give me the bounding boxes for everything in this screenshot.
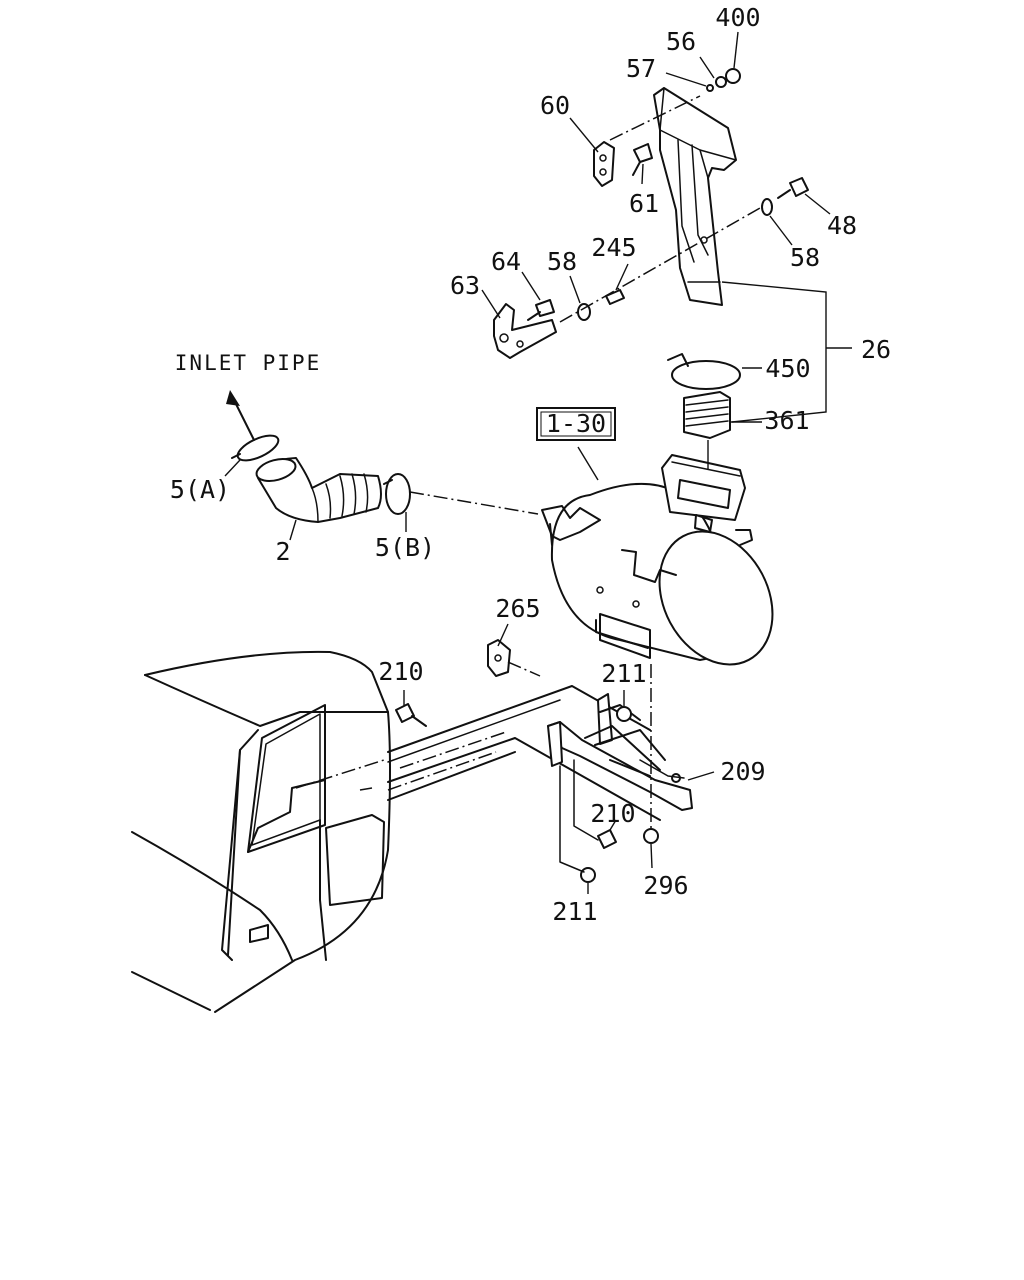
clamp-5b (383, 473, 539, 532)
nut-211-upper (616, 690, 632, 722)
reference-box-1-30: 1-30 (536, 407, 616, 441)
callout-2: 2 (275, 537, 290, 566)
bracket-60 (569, 117, 615, 187)
bolt-210-lower (573, 759, 617, 849)
hose-clamp-450 (667, 353, 762, 390)
mounting-bracket-209 (547, 693, 693, 811)
rubber-hose-361 (683, 391, 762, 470)
callout-56: 56 (666, 27, 696, 56)
bracket-63 (481, 289, 557, 359)
callout-245: 245 (591, 233, 636, 262)
callout-5a: 5(A) (170, 475, 230, 504)
air-cleaner-assembly (541, 446, 774, 666)
callout-57: 57 (626, 54, 656, 83)
truck-cab (131, 650, 391, 1013)
callout-48: 48 (827, 211, 857, 240)
callout-296: 296 (643, 871, 688, 900)
callout-211-upper: 211 (601, 659, 646, 688)
inlet-pipe-note: INLET PIPE (175, 351, 321, 375)
washer-58-left (569, 275, 591, 321)
callout-450: 450 (765, 354, 810, 383)
reference-box-label: 1-30 (546, 409, 606, 438)
callout-265: 265 (495, 594, 540, 623)
callout-64: 64 (491, 247, 521, 276)
bolt-48 (777, 177, 831, 215)
intake-duct-26 (653, 87, 737, 306)
leader-209 (687, 771, 715, 781)
bolt-61 (632, 143, 653, 185)
washer-58-right (559, 198, 793, 323)
callout-labels: 400 56 57 60 61 48 58 64 58 245 63 26 45… (170, 3, 891, 926)
bolt-64 (521, 271, 555, 321)
callout-5b: 5(B) (375, 533, 435, 562)
callout-58-right: 58 (790, 243, 820, 272)
intake-hose-2 (255, 457, 382, 541)
clamp-5a (224, 434, 280, 477)
bracket-265 (487, 623, 541, 677)
callout-209: 209 (720, 757, 765, 786)
nut-296 (643, 664, 659, 869)
callout-210-upper: 210 (378, 657, 423, 686)
bracket-leader-26 (721, 281, 827, 423)
callout-400: 400 (715, 3, 760, 32)
callout-63: 63 (450, 271, 480, 300)
callout-60: 60 (540, 91, 570, 120)
bolt-210-upper (395, 690, 427, 727)
pin-245 (605, 263, 629, 305)
callout-210-lower: 210 (590, 799, 635, 828)
inlet-pipe-arrow (226, 390, 255, 441)
callout-211-lower: 211 (552, 897, 597, 926)
callout-58-left: 58 (547, 247, 577, 276)
callout-61: 61 (629, 189, 659, 218)
nut-211-lower (559, 765, 596, 894)
callout-26: 26 (861, 335, 891, 364)
top-hardware (609, 31, 741, 141)
callout-361: 361 (764, 406, 809, 435)
